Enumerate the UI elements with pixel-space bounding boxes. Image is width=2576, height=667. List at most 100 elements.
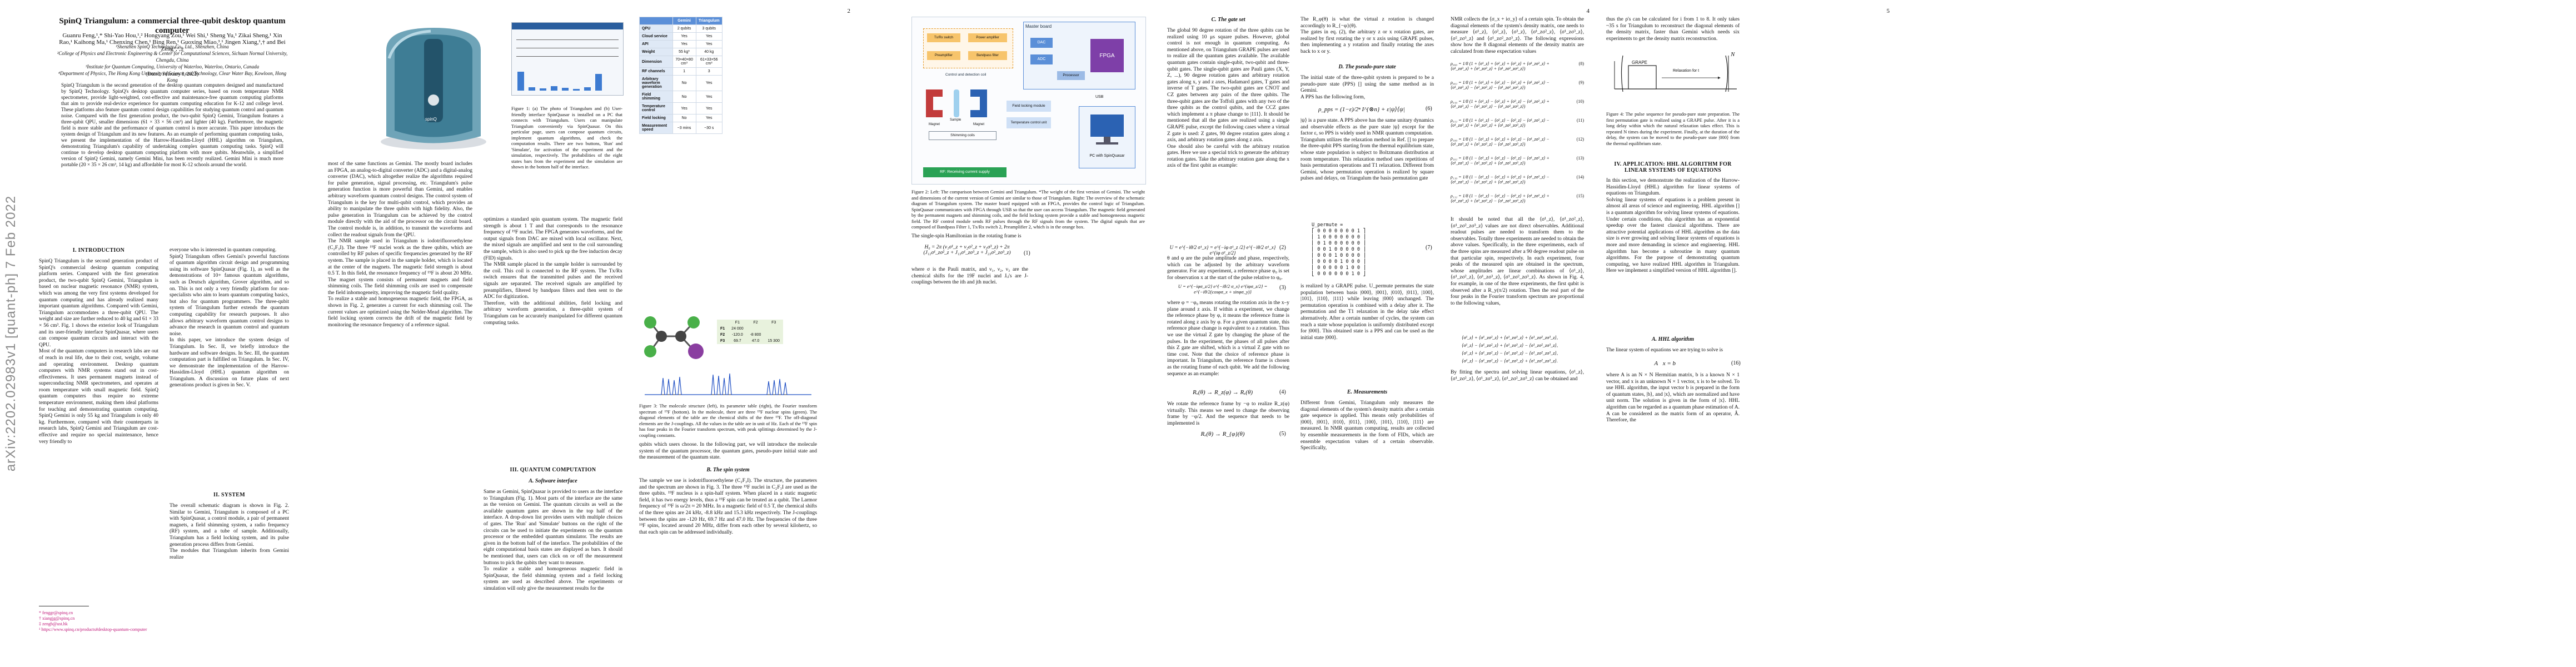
table-row-header: Weight (639, 48, 673, 56)
jt-header (717, 320, 728, 326)
power-amplifier: Power amplifier (968, 33, 1007, 42)
device-logo-text: spinQ (425, 117, 437, 122)
section-heading-hhl: IV. APPLICATION: HHL ALGORITHM FOR LINEA… (1614, 161, 1732, 173)
table-cell: Yes (672, 40, 696, 48)
magnet-right: Magnet (968, 87, 990, 126)
magnet-left-label: Magnet (928, 123, 940, 126)
paper-affiliations: ¹Shenzhen SpinQ Technology Co., Ltd., Sh… (57, 44, 288, 83)
pc-label: PC with SpinQuasar (1089, 154, 1125, 158)
intro-col1: SpinQ Triangulum is the second generatio… (39, 258, 158, 445)
table-cell: ~3 mins (672, 122, 696, 134)
section-heading-intro: I. INTRODUCTION (72, 247, 125, 253)
rho-equation-row: ρ₀₁₁ = 1/8 (1 + ⟨σ¹_z⟩ − ⟨σ²_z⟩ − ⟨σ³_z⟩… (1451, 118, 1584, 137)
bottom-banner: RF: Receiving current supply (923, 167, 1007, 177)
p4-col6: It should be noted that all the ⟨σ¹_z⟩, … (1451, 217, 1584, 306)
equation-1: H₀ = 2π (ν₁σ¹_z + ν₂σ²_z + ν₃σ³_z) + 2π … (923, 245, 1011, 256)
subsection-gate-set: C. The gate set (1211, 17, 1245, 23)
abstract: SpinQ Triangulum is the second generatio… (61, 82, 283, 167)
equation-6-number: (6) (1426, 106, 1432, 112)
table-row-header: Dimension (639, 56, 673, 68)
p2-col4: qubits which users choose. In the follow… (639, 442, 817, 461)
p5-col3: The linear system of equations we are tr… (1606, 347, 1723, 353)
figure-1-caption: Figure 1: (a) The photo of Triangulum an… (511, 106, 622, 170)
relaxation-label: Relaxation for t (1673, 69, 1700, 73)
table-row-header: Field locking (639, 114, 673, 122)
table-cell: Yes (695, 91, 723, 103)
jt-row-header: F3 (720, 339, 725, 343)
rho-equation-number: (11) (1576, 118, 1584, 123)
preamplifier: Preamplifier (927, 51, 960, 60)
jt-cell (747, 326, 765, 332)
jt-cell: 15 300 (768, 339, 780, 343)
footnotes[interactable]: * fenggr@spinq.cn † xiangjg@spinq.cn ‡ z… (39, 610, 147, 632)
grape-label: GRAPE (1632, 60, 1648, 65)
rho-equation-number: (8) (1578, 61, 1584, 66)
system-schematic: Master board FPGA DAC ADC Processor Tx/R… (911, 17, 1146, 185)
rho-equation-row: ρ₁₀₁ = 1/8 (1 − ⟨σ¹_z⟩ + ⟨σ²_z⟩ − ⟨σ³_z⟩… (1451, 156, 1584, 175)
table-row-header: API (639, 40, 673, 48)
p5-col4: where A is an N × N Hermitian matrix, b … (1606, 372, 1740, 424)
magnet-left: Magnet (923, 87, 945, 126)
table-cell: Yes (695, 114, 723, 122)
equation-2: U = e^{−iθ/2 σ¹_x} = e^{−iφ σ¹_z /2} e^{… (1169, 245, 1276, 256)
equation-5: Rₓ(θ) → R_{φ}(θ) (1200, 431, 1245, 437)
p3-col3b: We rotate the reference frame by −φ to r… (1167, 401, 1289, 426)
rho-equation: ρ₀₀₀ = 1/8 (1 + ⟨σ¹_z⟩ + ⟨σ²_z⟩ + ⟨σ³_z⟩… (1451, 61, 1549, 71)
table-cell: 40 kg (695, 48, 723, 56)
table-cell: 3 (695, 67, 723, 76)
processor-block: Processor (1057, 71, 1085, 80)
equation-2-number: (2) (1279, 245, 1286, 251)
table-header: Triangulum (695, 17, 723, 25)
jt-cell (764, 326, 783, 332)
peak-expression: ⟨σ¹_z⟩ − ⟨σ¹_zσ²_z⟩ − ⟨σ¹_zσ³_z⟩ + ⟨σ¹_z… (1462, 358, 1558, 364)
p2-col1: most of the same functions as Gemini. Th… (328, 161, 472, 328)
page-number: 4 (1586, 8, 1590, 14)
rho-equation: ρ₁₁₁ = 1/8 (1 − ⟨σ¹_z⟩ − ⟨σ²_z⟩ − ⟨σ³_z⟩… (1451, 193, 1549, 203)
shimming-coils: Shimming coils (929, 131, 996, 140)
subsection-pps: D. The pseudo-pure state (1338, 64, 1396, 70)
p5-col2: In this section, we demonstrate the real… (1606, 178, 1740, 274)
equation-7-number: (7) (1426, 245, 1432, 251)
rho-equation-row: ρ₀₀₀ = 1/8 (1 + ⟨σ¹_z⟩ + ⟨σ²_z⟩ + ⟨σ³_z⟩… (1451, 61, 1584, 80)
page-1: SpinQ Triangulum: a commercial three-qub… (22, 0, 300, 667)
p4-col2b: |ψ⟩ is a pure state. A PPS above has the… (1301, 118, 1434, 182)
table-header: Gemini (672, 17, 696, 25)
rho-equation-row: ρ₀₀₁ = 1/8 (1 + ⟨σ¹_z⟩ + ⟨σ²_z⟩ − ⟨σ³_z⟩… (1451, 80, 1584, 99)
table-cell: ~30 s (695, 122, 723, 134)
section-heading-qc: III. QUANTUM COMPUTATION (510, 467, 596, 473)
usb-label: USB (1095, 95, 1104, 99)
table-cell: Yes (672, 32, 696, 41)
table-row-header: Arbitrary waveform generation (639, 75, 673, 91)
table-cell: 61×33×56 cm³ (695, 56, 723, 68)
master-board: Master board FPGA DAC ADC Processor (1023, 22, 1135, 89)
triangulum-photo: spinQ (364, 17, 503, 156)
p4-col3: is realized by a GRAPE pulse. U_permute … (1301, 283, 1434, 341)
equation-4-number: (4) (1279, 389, 1286, 395)
screenshot-results-bars (517, 68, 617, 91)
system-col2: The overall schematic diagram is shown i… (170, 503, 289, 560)
p2-col2: optimizes a standard spin quantum system… (484, 217, 622, 326)
table-row-header: Field shimming (639, 91, 673, 103)
peak-expression: ⟨σ¹_z⟩ − ⟨σ¹_zσ²_z⟩ + ⟨σ¹_zσ³_z⟩ − ⟨σ¹_z… (1462, 342, 1558, 348)
rho-equation-row: ρ₁₀₀ = 1/8 (1 − ⟨σ¹_z⟩ + ⟨σ²_z⟩ + ⟨σ³_z⟩… (1451, 137, 1584, 156)
table-row-header: QPU (639, 24, 673, 33)
equation-1-number: (1) (1024, 250, 1030, 256)
rho-equation-number: (14) (1576, 175, 1584, 180)
p3-col1: The single-spin Hamiltonian in the rotat… (911, 233, 1022, 239)
peak-expression: ⟨σ¹_z⟩ + ⟨σ¹_zσ²_z⟩ + ⟨σ¹_zσ³_z⟩ + ⟨σ¹_z… (1462, 335, 1558, 340)
rho-equation-row: ρ₀₁₀ = 1/8 (1 + ⟨σ¹_z⟩ − ⟨σ²_z⟩ + ⟨σ³_z⟩… (1451, 99, 1584, 118)
p4-col2: The initial state of the three-qubit sys… (1301, 75, 1434, 100)
table-cell: 2 qubits (672, 24, 696, 33)
table-row-header: Measurement speed (639, 122, 673, 134)
jt-header: F1 (735, 321, 740, 325)
figure-3-caption: Figure 3: The molecule structure (left),… (639, 403, 817, 438)
jt-row-header: F1 (720, 327, 725, 331)
